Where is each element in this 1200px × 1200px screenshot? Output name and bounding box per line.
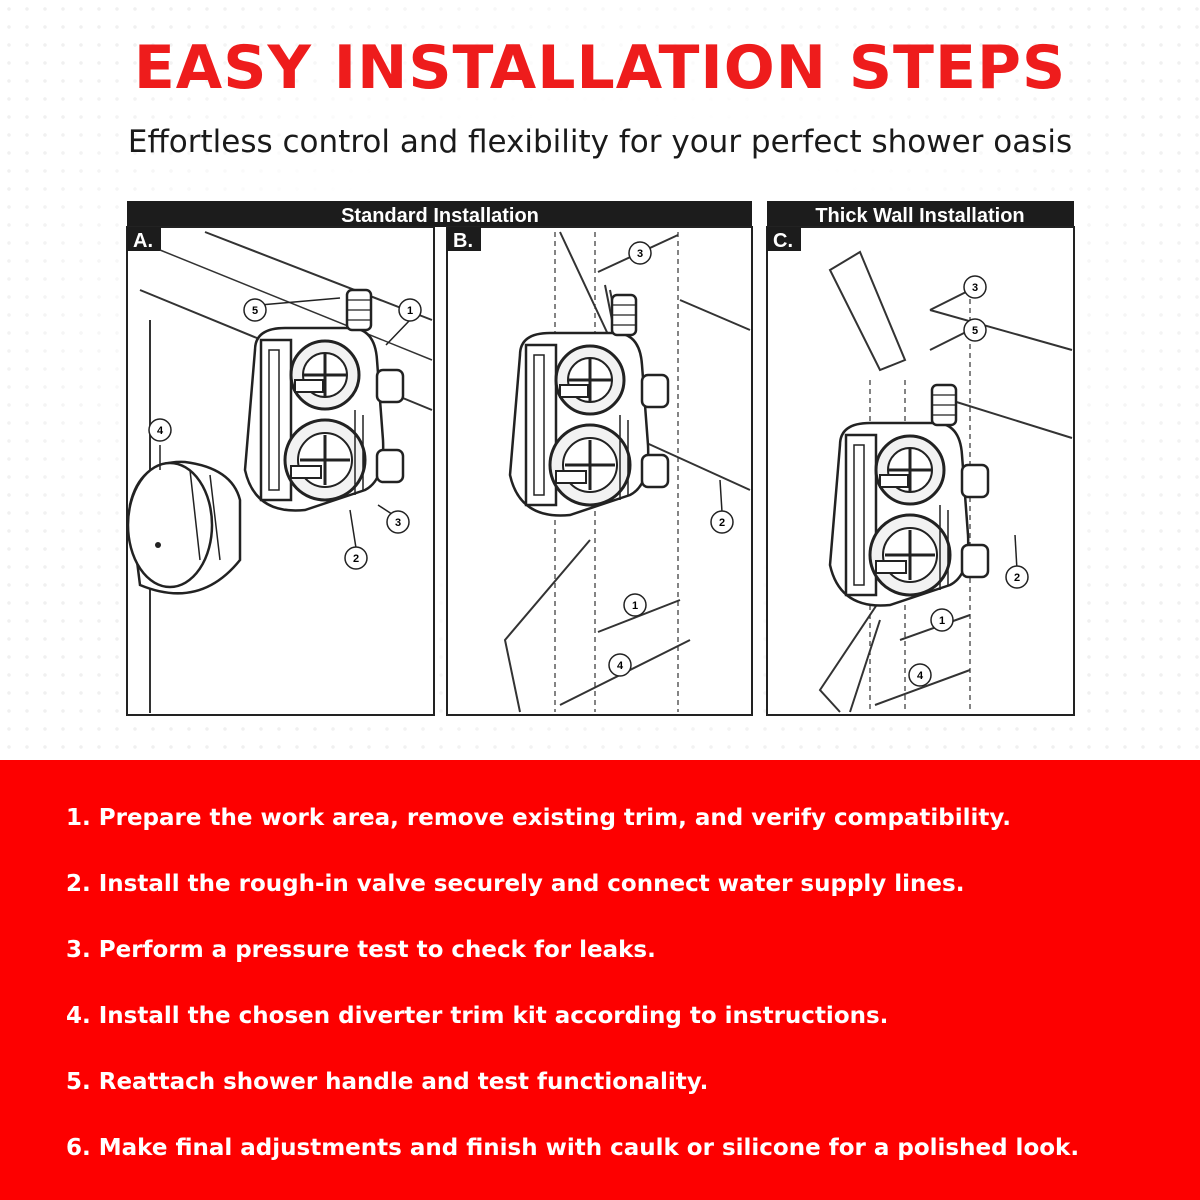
installation-diagram: Standard Installation Thick Wall Install… <box>126 201 1075 716</box>
trim-cup <box>126 460 242 595</box>
callout-4-b: 4 <box>608 653 632 677</box>
svg-text:4: 4 <box>617 660 624 672</box>
page-subtitle: Effortless control and flexibility for y… <box>127 124 1073 160</box>
svg-text:4: 4 <box>917 670 924 682</box>
callout-1-b: 1 <box>623 593 647 617</box>
thick-wall-installation-label: Thick Wall Installation <box>815 205 1024 227</box>
svg-text:1: 1 <box>632 600 638 612</box>
steps-panel: 1. Prepare the work area, remove existin… <box>0 760 1200 1200</box>
panel-b-label: B. <box>453 230 473 252</box>
standard-installation-header: Standard Installation <box>127 201 752 227</box>
step-6: 6. Make final adjustments and finish wit… <box>66 1135 1080 1161</box>
callout-5-a: 5 <box>243 298 267 322</box>
panel-b: B. <box>446 226 753 716</box>
step-4: 4. Install the chosen diverter trim kit … <box>66 1003 889 1029</box>
step-5: 5. Reattach shower handle and test funct… <box>66 1069 709 1095</box>
thick-wall-installation-header: Thick Wall Installation <box>767 201 1074 227</box>
svg-text:5: 5 <box>252 305 258 317</box>
svg-text:2: 2 <box>353 553 359 565</box>
svg-text:1: 1 <box>407 305 413 317</box>
callout-2-b: 2 <box>710 510 734 534</box>
callout-2-a: 2 <box>344 546 368 570</box>
callout-3-c: 3 <box>963 275 987 299</box>
panel-a: A. <box>126 226 435 716</box>
step-2: 2. Install the rough-in valve securely a… <box>66 871 965 897</box>
panel-a-label: A. <box>133 230 153 252</box>
page-title: EASY INSTALLATION STEPS <box>133 33 1067 103</box>
svg-text:5: 5 <box>972 325 978 337</box>
svg-text:3: 3 <box>395 517 401 529</box>
panel-c: C. <box>766 226 1075 716</box>
step-1: 1. Prepare the work area, remove existin… <box>66 805 1012 831</box>
svg-text:2: 2 <box>719 517 725 529</box>
callout-2-c: 2 <box>1005 565 1029 589</box>
step-3: 3. Perform a pressure test to check for … <box>66 937 656 963</box>
callout-5-c: 5 <box>963 318 987 342</box>
callout-3-a: 3 <box>386 510 410 534</box>
callout-1-a: 1 <box>398 298 422 322</box>
callout-1-c: 1 <box>930 608 954 632</box>
callout-4-c: 4 <box>908 663 932 687</box>
svg-text:4: 4 <box>157 425 164 437</box>
svg-text:3: 3 <box>972 282 978 294</box>
svg-text:1: 1 <box>939 615 945 627</box>
panel-c-label: C. <box>773 230 793 252</box>
callout-4-a: 4 <box>148 418 172 442</box>
callout-3-b: 3 <box>628 241 652 265</box>
standard-installation-label: Standard Installation <box>341 205 539 227</box>
svg-text:3: 3 <box>637 248 643 260</box>
svg-text:2: 2 <box>1014 572 1020 584</box>
